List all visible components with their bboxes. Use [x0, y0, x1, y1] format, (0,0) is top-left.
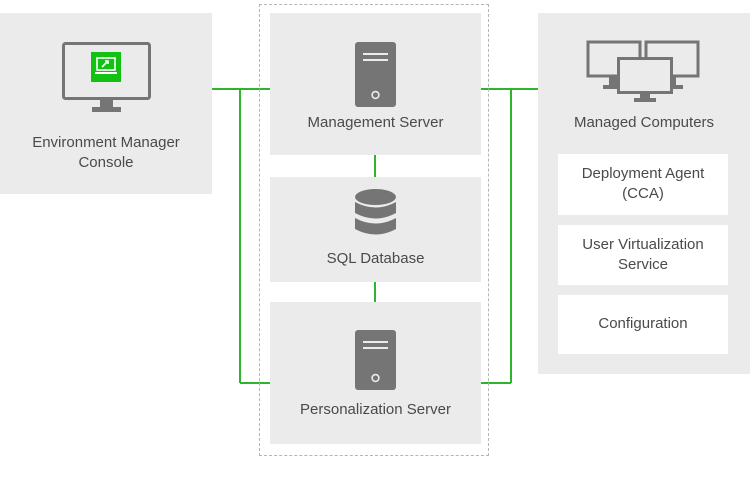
component-card-user-virtualization-service: User Virtualization Service [558, 225, 728, 285]
console-node: Environment Manager Console [0, 13, 212, 194]
component-card-configuration: Configuration [558, 295, 728, 354]
console-label: Environment Manager Console [32, 134, 180, 171]
sql-database-label: SQL Database [326, 250, 425, 267]
server-icon [355, 330, 396, 390]
managed-computers-label: Managed Computers [573, 114, 715, 131]
personalization-server-label: Personalization Server [300, 401, 451, 418]
component-label: Deployment Agent (CCA) [581, 165, 705, 202]
personalization-server-node: Personalization Server [270, 302, 481, 444]
database-icon [355, 189, 396, 235]
management-server-label: Management Server [307, 114, 444, 131]
monitor-icon [62, 42, 151, 112]
management-server-node: Management Server [270, 13, 481, 155]
server-group-boundary [259, 4, 489, 456]
component-label: User Virtualization Service [582, 236, 704, 273]
managed-computers-node: Managed Computers Deployment Agent (CCA)… [538, 13, 750, 374]
computers-icon [586, 40, 700, 102]
component-label: Configuration [598, 315, 688, 332]
sql-database-node: SQL Database [270, 177, 481, 282]
server-icon [355, 42, 396, 107]
component-card-deployment-agent: Deployment Agent (CCA) [558, 154, 728, 215]
